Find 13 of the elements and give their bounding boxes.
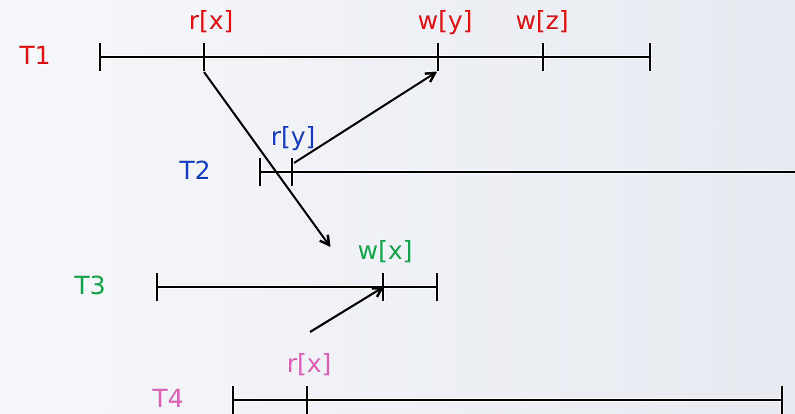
operation-label: r[x] <box>188 6 234 36</box>
transaction-label: T3 <box>74 271 106 301</box>
arrow <box>293 72 436 164</box>
operation-label: w[z] <box>515 6 569 36</box>
arrow <box>309 286 384 333</box>
arrow <box>203 71 330 246</box>
operation-label: w[x] <box>358 236 412 266</box>
operation-label: w[y] <box>418 6 472 36</box>
transaction-label: T1 <box>19 41 51 71</box>
transaction-label: T2 <box>179 156 211 186</box>
operation-label: r[y] <box>270 122 316 152</box>
transaction-label: T4 <box>152 384 184 414</box>
operation-label: r[x] <box>286 349 332 379</box>
